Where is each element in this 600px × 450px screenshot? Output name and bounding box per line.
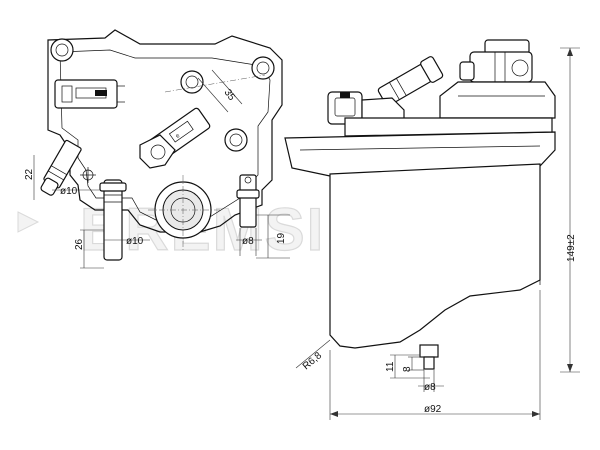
dim-label-d92: ø92	[424, 404, 442, 415]
filter-bowl	[329, 163, 541, 349]
dimension-8-height: 8	[402, 356, 424, 372]
dim-label-19: 19	[276, 232, 287, 244]
dim-label-d8-bottom: ø8	[424, 382, 436, 393]
sensor-clip	[139, 134, 176, 169]
dimension-d10-top: ø10	[52, 186, 100, 197]
dimension-d10-bottom: ø10	[104, 236, 150, 247]
right-view: 149±2 R6,8 11 8 ø8	[284, 39, 580, 420]
centerline-sensor	[164, 74, 266, 93]
dim-label-d10-top: ø10	[60, 186, 78, 197]
dimension-35: 35	[197, 69, 243, 113]
dimension-26: 26	[74, 229, 104, 269]
inlet-pipe-left	[40, 139, 82, 196]
dim-label-d10-bottom: ø10	[126, 236, 144, 247]
dim-label-26: 26	[74, 238, 85, 250]
dim-label-11: 11	[385, 361, 396, 372]
dimension-d8-bottom: ø8	[418, 370, 444, 393]
dim-label-35: 35	[222, 87, 238, 103]
mounting-boss-upper	[180, 70, 204, 94]
dim-label-d8-left: ø8	[242, 236, 254, 247]
dimension-d8: ø8	[236, 228, 262, 256]
dim-label-8-height: 8	[402, 366, 413, 372]
electrical-connector-left	[54, 79, 125, 109]
mounting-boss-middle	[224, 128, 248, 152]
drain-pipe-left	[99, 179, 127, 261]
dim-label-22: 22	[24, 168, 35, 180]
dimension-11: 11	[385, 354, 430, 379]
dimension-149: 149±2	[560, 47, 580, 373]
inlet-pipe-angled	[377, 56, 444, 107]
housing-outline	[47, 29, 283, 233]
dimension-d92: ø92	[329, 290, 541, 420]
dimension-r6-8: R6,8	[295, 339, 331, 372]
housing-flange	[284, 117, 556, 177]
drain-outlet-bottom	[419, 344, 439, 370]
watermark-arrow-icon	[17, 211, 40, 233]
mounting-boss-top-left	[50, 38, 74, 62]
top-housing-head	[439, 81, 556, 119]
svg-text:e: e	[175, 133, 182, 140]
dim-label-r6-8: R6,8	[301, 350, 325, 372]
left-view: e	[24, 29, 290, 269]
dimension-19: 19	[256, 214, 290, 259]
vent-fitting-right	[236, 174, 260, 228]
dim-label-149: 149±2	[566, 234, 577, 262]
screw-center-mark	[80, 167, 96, 183]
dimension-22: 22	[24, 155, 35, 200]
housing-inner-contour	[59, 49, 271, 223]
top-outlet-fitting	[459, 39, 533, 83]
mounting-boss-top-right	[251, 56, 275, 80]
